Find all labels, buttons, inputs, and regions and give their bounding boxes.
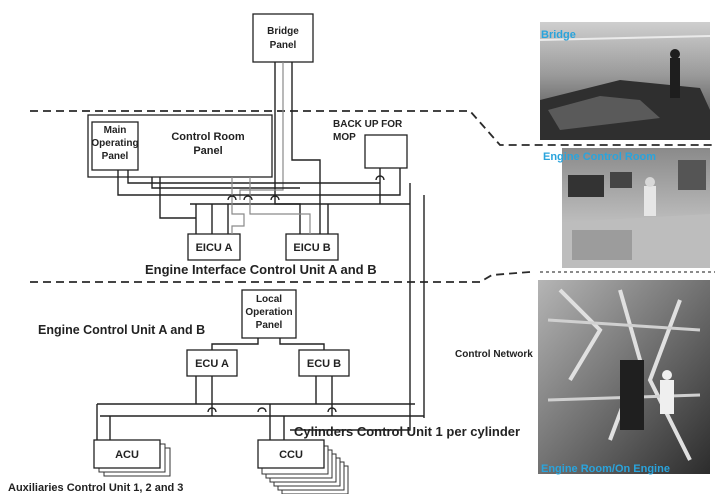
eicu-section-label: Engine Interface Control Unit A and B: [145, 262, 377, 277]
local-operation-panel-line2: Operation: [245, 307, 292, 318]
main-operating-panel-line3: Panel: [102, 151, 129, 162]
separator-bridge: [30, 110, 715, 146]
bridge-photo-icon: [539, 22, 711, 140]
local-operation-panel-line1: Local: [256, 294, 282, 305]
engine-room-photo-icon: [538, 280, 710, 474]
main-operating-panel-line1: Main: [104, 125, 127, 136]
bridge-caption: Bridge: [541, 29, 576, 41]
bridge-panel: Bridge Panel: [252, 13, 314, 63]
zone-separators: [30, 110, 715, 283]
engine-room-caption: Engine Room/On Engine: [541, 463, 670, 475]
eicu-b: EICU B: [285, 233, 339, 261]
ecu-a: ECU A: [186, 349, 238, 377]
ccu-section-label: Cylinders Control Unit 1 per cylinder: [294, 424, 520, 439]
lower-wiring: [96, 338, 424, 440]
separator-engine-room: [30, 271, 531, 283]
ecu-a-label: ECU A: [195, 358, 229, 370]
ecu-b-label: ECU B: [307, 358, 341, 370]
control-room-panel-line1: Control Room: [171, 131, 245, 143]
ecu-section-label: Engine Control Unit A and B: [38, 323, 205, 337]
bridge-panel-line2: Panel: [270, 40, 297, 51]
main-operating-panel: Main Operating Panel: [91, 121, 139, 171]
backup-mop-line2: MOP: [333, 132, 356, 143]
ccu-label: CCU: [279, 449, 303, 461]
control-room-panel-line2: Panel: [193, 145, 222, 157]
acu-stack: ACU: [93, 439, 171, 477]
acu-section-label: Auxiliaries Control Unit 1, 2 and 3: [8, 482, 183, 494]
local-operation-panel-line3: Panel: [256, 320, 283, 331]
top-wiring: [117, 62, 425, 431]
bridge-panel-line1: Bridge: [267, 26, 299, 37]
eicu-a-label: EICU A: [196, 242, 233, 254]
backup-mop-line1: BACK UP FOR: [333, 119, 403, 130]
engine-control-room-caption: Engine Control Room: [543, 151, 656, 163]
eicu-a: EICU A: [187, 233, 241, 261]
eicu-b-label: EICU B: [293, 242, 330, 254]
main-operating-panel-line2: Operating: [91, 138, 138, 149]
backup-mop: BACK UP FOR MOP: [333, 119, 408, 169]
control-network-label: Control Network: [455, 349, 533, 360]
ccu-stack: CCU: [257, 439, 349, 494]
acu-label: ACU: [115, 449, 139, 461]
control-room-photo-icon: [562, 148, 710, 268]
local-operation-panel: Local Operation Panel: [241, 289, 297, 339]
ecu-b: ECU B: [298, 349, 350, 377]
